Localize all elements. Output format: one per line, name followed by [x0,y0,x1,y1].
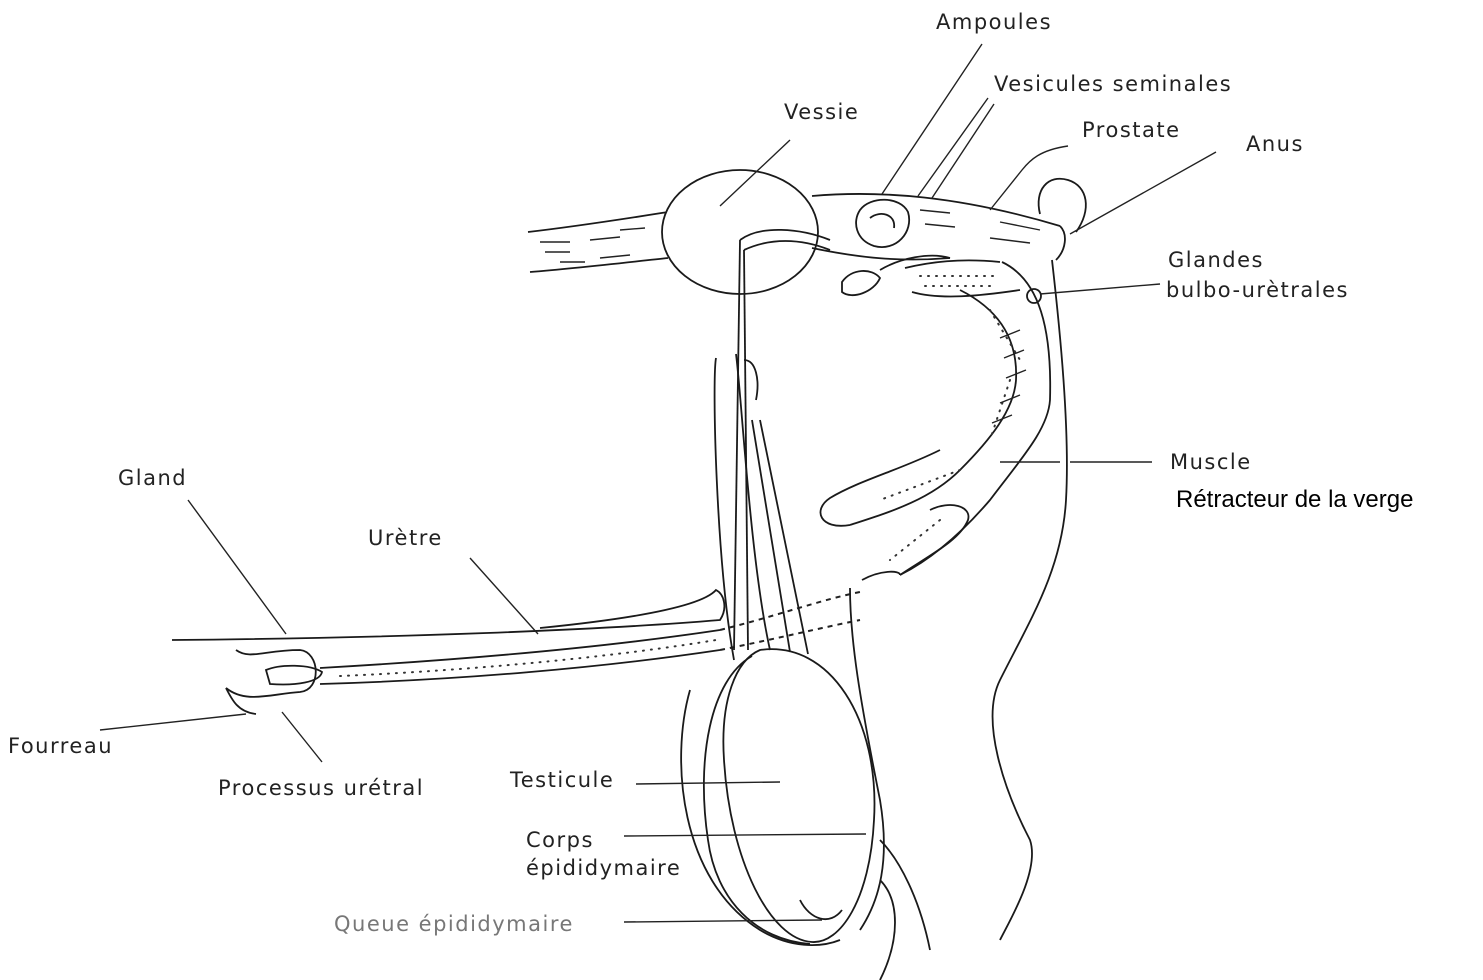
body-contour [880,260,1067,980]
ampoules-shape [842,200,950,295]
label-uretre: Urètre [368,528,443,549]
penis-shape [172,590,724,714]
label-vesicules: Vesicules seminales [994,74,1232,95]
testis-shape [681,588,884,945]
label-processus: Processus urétral [218,778,424,799]
ureter-bundle [528,212,668,272]
label-glandes-1: Glandes [1168,250,1264,271]
label-glandes-2: bulbo-urètrales [1166,280,1349,301]
label-queue: Queue épididymaire [334,914,574,935]
anus-shape [1039,179,1086,232]
label-testicule: Testicule [510,770,614,791]
label-anus: Anus [1246,134,1304,155]
label-corps-1: Corps [526,830,594,851]
label-fourreau: Fourreau [8,736,113,757]
label-muscle: Muscle [1170,452,1252,473]
label-corps-2: épididymaire [526,858,681,879]
label-prostate: Prostate [1082,120,1181,141]
label-retracteur: Rétracteur de la verge [1176,488,1413,512]
label-vessie: Vessie [784,102,859,123]
label-gland: Gland [118,468,187,489]
label-ampoules: Ampoules [936,12,1052,33]
sigmoid-flexure [820,262,1050,580]
pelvic-urethra [812,194,1060,260]
rectum-end [1056,226,1065,260]
